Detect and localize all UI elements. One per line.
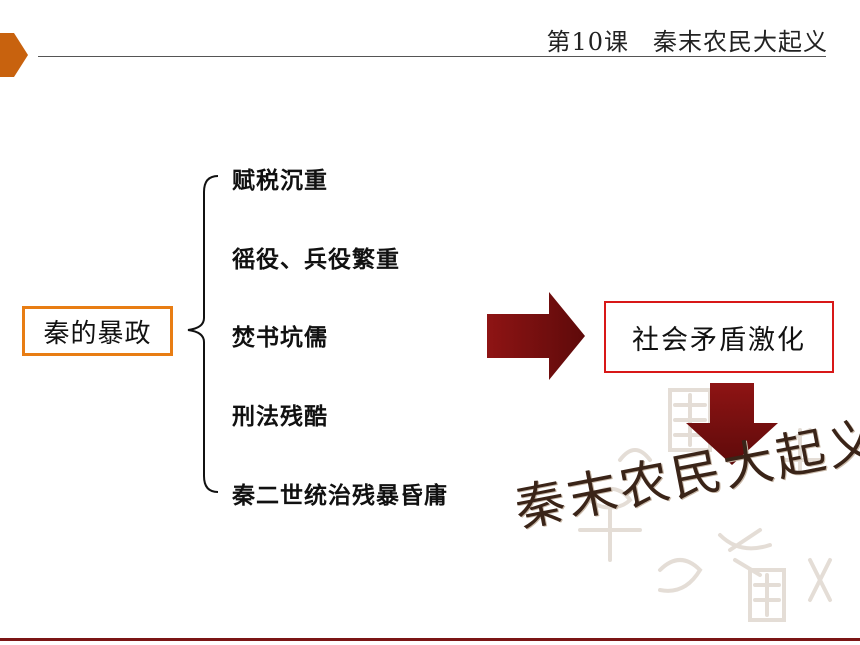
corner-tab-marker (0, 33, 28, 77)
tyranny-item-1: 赋税沉重 (232, 168, 328, 194)
cause-box: 秦的暴政 (22, 306, 173, 356)
result-label: 社会矛盾激化 (632, 324, 806, 356)
arrow-down-icon (686, 383, 778, 465)
header-title: 第10课秦末农民大起义 (546, 22, 828, 57)
curly-brace (187, 175, 219, 493)
calligraphy-watermark (578, 388, 832, 622)
lesson-title: 秦末农民大起义 (653, 28, 828, 56)
result-box: 社会矛盾激化 (604, 301, 834, 373)
arrow-right-icon (487, 292, 585, 380)
lesson-number: 第10课 (546, 28, 629, 56)
footer-divider (0, 638, 860, 641)
header-divider (38, 56, 826, 57)
cause-label: 秦的暴政 (43, 318, 152, 349)
tyranny-item-5: 秦二世统治残暴昏庸 (232, 483, 448, 509)
tyranny-item-3: 焚书坑儒 (232, 325, 328, 351)
tyranny-item-4: 刑法残酷 (232, 404, 328, 430)
tyranny-item-2: 徭役、兵役繁重 (232, 247, 400, 273)
